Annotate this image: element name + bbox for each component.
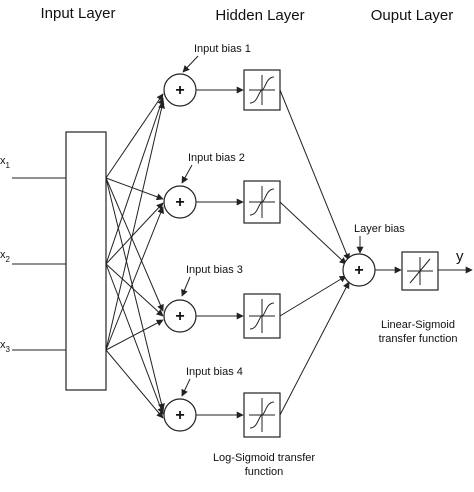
input-bias-4-label: Input bias 4 bbox=[186, 366, 243, 378]
hidden-neuron-2: Input bias 2 + bbox=[163, 152, 281, 224]
hidden-to-output-connections bbox=[279, 89, 350, 416]
layer-bias-label: Layer bias bbox=[354, 223, 405, 235]
output-sum-symbol: + bbox=[354, 262, 363, 279]
input-bias-1-label: Input bias 1 bbox=[194, 43, 251, 55]
hidden-layer-header: Hidden Layer bbox=[215, 7, 304, 24]
input-bias-2-label: Input bias 2 bbox=[188, 152, 245, 164]
input-to-hidden-connections bbox=[105, 93, 165, 419]
logsig-caption-line-1: Log-Sigmoid transfer bbox=[213, 452, 315, 464]
hidden-neuron-4: Input bias 4 + bbox=[163, 366, 281, 438]
input-layer-header: Input Layer bbox=[40, 5, 115, 22]
output-var-y: y bbox=[456, 248, 464, 265]
sum-symbol-1: + bbox=[175, 82, 184, 99]
sigmoid-glyph-4 bbox=[249, 398, 275, 432]
sum-symbol-4: + bbox=[175, 407, 184, 424]
input-layer-box bbox=[65, 131, 107, 391]
input-label-x2: x2 bbox=[0, 249, 11, 264]
sigmoid-glyph-3 bbox=[249, 299, 275, 333]
sum-symbol-3: + bbox=[175, 308, 184, 325]
linear-glyph bbox=[407, 257, 433, 285]
logsig-caption-line-2: function bbox=[245, 466, 284, 478]
hidden-neuron-3: Input bias 3 + bbox=[163, 264, 281, 339]
input-label-x3: x3 bbox=[0, 339, 11, 354]
linear-caption-line-1: Linear-Sigmoid bbox=[381, 319, 455, 331]
linear-caption-line-2: transfer function bbox=[379, 333, 458, 345]
sigmoid-glyph-1 bbox=[249, 75, 275, 105]
hidden-neuron-1: Input bias 1 + bbox=[163, 43, 281, 111]
input-bias-3-label: Input bias 3 bbox=[186, 264, 243, 276]
output-layer-header: Ouput Layer bbox=[371, 7, 454, 24]
sum-symbol-2: + bbox=[175, 194, 184, 211]
input-label-x1: x1 bbox=[0, 155, 11, 170]
sigmoid-glyph-2 bbox=[249, 186, 275, 218]
